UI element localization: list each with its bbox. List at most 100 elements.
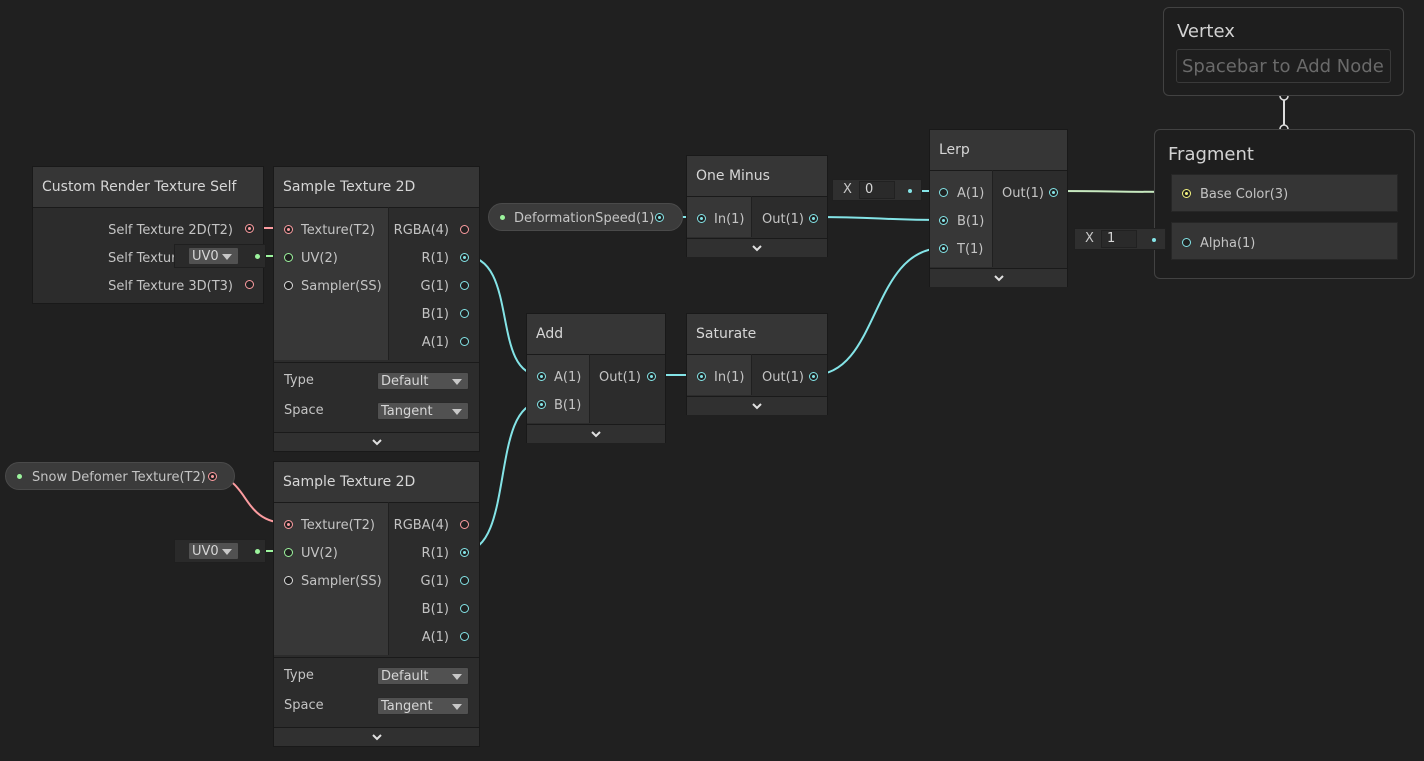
property-dot bbox=[500, 215, 505, 220]
node-title: Lerp bbox=[930, 130, 1067, 171]
input-port[interactable] bbox=[697, 372, 706, 381]
chevron-down-icon bbox=[371, 734, 382, 741]
connector-dot bbox=[1152, 238, 1156, 242]
input-label: Sampler(SS) bbox=[301, 574, 382, 589]
input-port[interactable] bbox=[284, 520, 293, 529]
output-label: A(1) bbox=[421, 630, 449, 645]
output-port[interactable] bbox=[208, 472, 217, 481]
fragment-context[interactable]: Fragment Base Color(3) Alpha(1) bbox=[1154, 129, 1415, 279]
deformation-speed-property[interactable]: DeformationSpeed(1) bbox=[488, 203, 683, 231]
output-port[interactable] bbox=[460, 281, 469, 290]
input-label: UV(2) bbox=[301, 251, 338, 266]
input-port[interactable] bbox=[697, 214, 706, 223]
type-dropdown[interactable]: Default bbox=[377, 667, 469, 685]
input-label: T(1) bbox=[957, 242, 984, 257]
input-port[interactable] bbox=[537, 372, 546, 381]
collapse-toggle[interactable] bbox=[274, 727, 479, 746]
uv-channel-dropdown[interactable]: UV0 bbox=[188, 542, 239, 560]
output-port[interactable] bbox=[655, 213, 664, 222]
output-port[interactable] bbox=[460, 576, 469, 585]
input-port[interactable] bbox=[1182, 238, 1191, 247]
add-node[interactable]: Add A(1) B(1) Out(1) bbox=[526, 313, 666, 443]
input-port[interactable] bbox=[537, 400, 546, 409]
input-port[interactable] bbox=[284, 548, 293, 557]
output-port[interactable] bbox=[460, 520, 469, 529]
input-port[interactable] bbox=[284, 281, 293, 290]
input-label: A(1) bbox=[554, 370, 582, 385]
lerp-a-default-field: X 0 bbox=[832, 179, 922, 201]
space-label: Space bbox=[284, 698, 324, 713]
collapse-toggle[interactable] bbox=[527, 424, 665, 443]
property-dot bbox=[17, 474, 22, 479]
snow-deformer-texture-property[interactable]: Snow Defomer Texture(T2) bbox=[5, 462, 235, 490]
output-port[interactable] bbox=[1049, 188, 1058, 197]
input-port[interactable] bbox=[284, 225, 293, 234]
output-port[interactable] bbox=[460, 225, 469, 234]
saturate-node[interactable]: Saturate In(1) Out(1) bbox=[686, 313, 828, 415]
output-label: R(1) bbox=[421, 251, 449, 266]
divider bbox=[388, 207, 389, 360]
type-dropdown[interactable]: Default bbox=[377, 372, 469, 390]
output-port[interactable] bbox=[460, 337, 469, 346]
uv-channel-dropdown[interactable]: UV0 bbox=[188, 247, 239, 265]
input-label: Sampler(SS) bbox=[301, 279, 382, 294]
input-port[interactable] bbox=[939, 188, 948, 197]
output-label: Self Texture 3D(T3) bbox=[108, 279, 233, 294]
input-port[interactable] bbox=[939, 216, 948, 225]
space-dropdown[interactable]: Tangent bbox=[377, 402, 469, 420]
divider bbox=[992, 170, 993, 267]
uv-value: UV0 bbox=[192, 544, 219, 559]
output-port[interactable] bbox=[245, 280, 254, 289]
output-label: Out(1) bbox=[599, 370, 641, 385]
chevron-down-icon bbox=[452, 704, 462, 710]
input-label: Texture(T2) bbox=[301, 223, 375, 238]
output-port[interactable] bbox=[460, 309, 469, 318]
output-port[interactable] bbox=[647, 372, 656, 381]
type-label: Type bbox=[284, 668, 314, 683]
output-label: Self Texture bbox=[108, 251, 185, 266]
sample-texture-2d-node[interactable]: Sample Texture 2D Texture(T2) UV(2) Samp… bbox=[273, 166, 480, 452]
one-minus-node[interactable]: One Minus In(1) Out(1) bbox=[686, 155, 828, 257]
output-label: Out(1) bbox=[762, 212, 804, 227]
output-port[interactable] bbox=[460, 604, 469, 613]
collapse-toggle[interactable] bbox=[930, 268, 1067, 287]
custom-render-texture-self-node[interactable]: Custom Render Texture Self Self Texture … bbox=[32, 166, 264, 304]
settings-panel bbox=[274, 362, 479, 431]
output-port[interactable] bbox=[809, 214, 818, 223]
space-value: Tangent bbox=[381, 404, 433, 419]
collapse-toggle[interactable] bbox=[687, 396, 827, 415]
output-label: R(1) bbox=[421, 546, 449, 561]
output-label: Out(1) bbox=[1002, 186, 1044, 201]
sample-texture-2d-node[interactable]: Sample Texture 2D Texture(T2) UV(2) Samp… bbox=[273, 461, 480, 747]
collapse-toggle[interactable] bbox=[274, 432, 479, 451]
base-color-block[interactable]: Base Color(3) bbox=[1171, 174, 1398, 212]
output-port[interactable] bbox=[245, 224, 254, 233]
output-port[interactable] bbox=[460, 548, 469, 557]
add-node-placeholder[interactable]: Spacebar to Add Node bbox=[1176, 49, 1391, 83]
input-label: B(1) bbox=[554, 398, 582, 413]
input-port[interactable] bbox=[1182, 189, 1191, 198]
axis-label: X bbox=[843, 182, 852, 197]
input-label: A(1) bbox=[957, 186, 985, 201]
alpha-block[interactable]: Alpha(1) bbox=[1171, 222, 1398, 260]
output-port[interactable] bbox=[809, 372, 818, 381]
node-title: Sample Texture 2D bbox=[274, 462, 479, 503]
node-title: Saturate bbox=[687, 314, 827, 355]
space-dropdown[interactable]: Tangent bbox=[377, 697, 469, 715]
input-port[interactable] bbox=[939, 244, 948, 253]
alpha-value-input[interactable]: 1 bbox=[1101, 230, 1137, 248]
input-port[interactable] bbox=[284, 576, 293, 585]
lerp-a-value-input[interactable]: 0 bbox=[859, 181, 895, 199]
vertex-context[interactable]: Vertex Spacebar to Add Node bbox=[1163, 7, 1404, 96]
slot-label: Alpha(1) bbox=[1200, 236, 1256, 251]
chevron-down-icon bbox=[371, 439, 382, 446]
output-port[interactable] bbox=[460, 253, 469, 262]
lerp-node[interactable]: Lerp A(1) B(1) T(1) Out(1) bbox=[929, 129, 1068, 287]
divider bbox=[589, 354, 590, 423]
chevron-down-icon bbox=[591, 431, 601, 438]
output-label: Self Texture 2D(T2) bbox=[108, 223, 233, 238]
collapse-toggle[interactable] bbox=[687, 238, 827, 257]
input-port[interactable] bbox=[284, 253, 293, 262]
output-port[interactable] bbox=[460, 632, 469, 641]
placeholder-text: Spacebar to Add Node bbox=[1182, 56, 1384, 77]
